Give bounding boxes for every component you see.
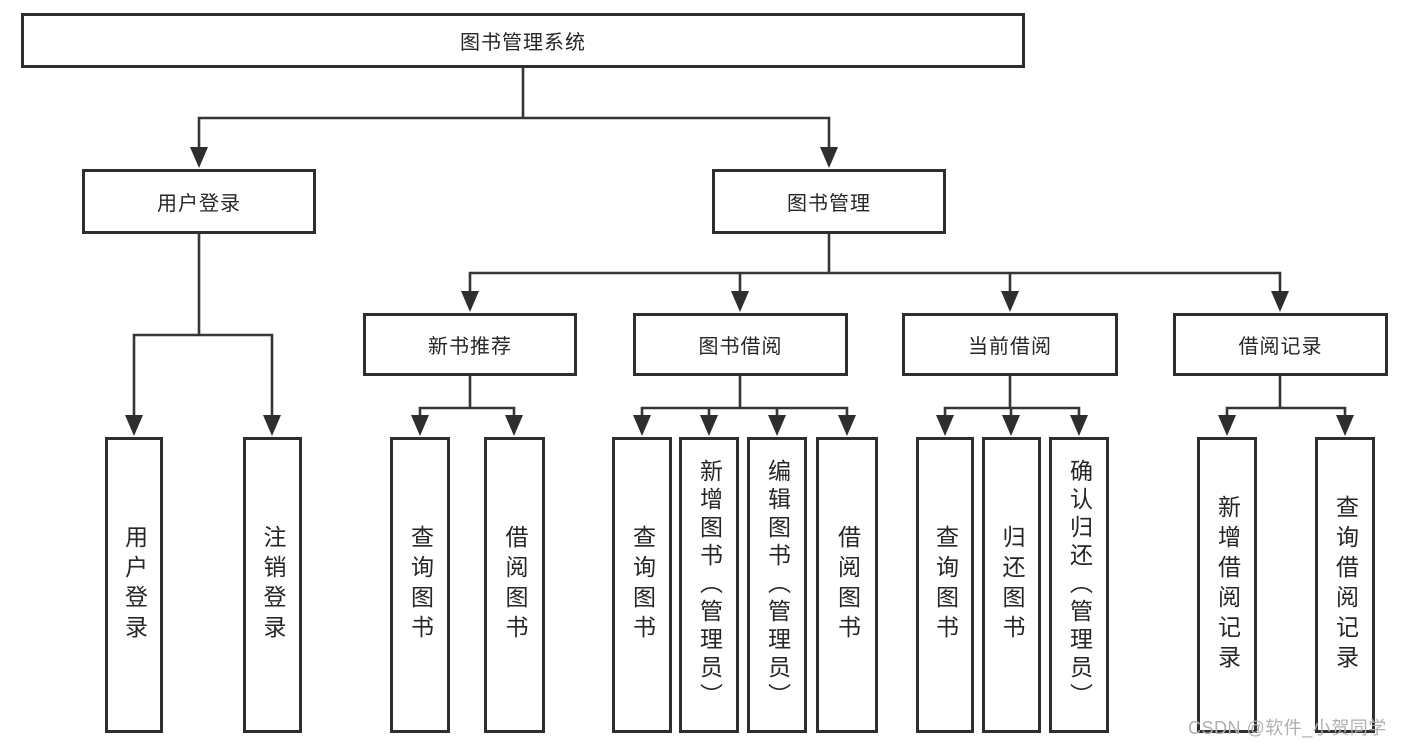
node-label: 归还图书 [999, 525, 1025, 645]
node-library-management-system: 图书管理系统 [21, 13, 1025, 68]
node-label: 查询图书 [932, 525, 959, 645]
node-new-book-recommendation: 新书推荐 [363, 313, 577, 376]
node-book-borrowing: 图书借阅 [633, 313, 848, 376]
node-leaf-recommend-query-books: 查询图书 [390, 437, 450, 733]
node-label: 当前借阅 [968, 336, 1052, 358]
node-label: 新增借阅记录 [1214, 495, 1241, 675]
node-label: 图书管理 [787, 193, 871, 215]
node-label: 借阅记录 [1238, 336, 1323, 358]
node-label: 用户登录 [157, 193, 241, 215]
node-leaf-borrowing-borrow-books: 借阅图书 [816, 437, 878, 733]
node-current-borrowing: 当前借阅 [902, 313, 1118, 376]
node-label: 查询图书 [629, 525, 656, 645]
node-label: 图书管理系统 [460, 32, 586, 54]
node-book-management: 图书管理 [712, 169, 946, 234]
node-label: 查询借阅记录 [1332, 495, 1359, 675]
node-label: 查询图书 [407, 525, 434, 645]
node-leaf-current-query-books: 查询图书 [916, 437, 974, 733]
node-leaf-current-confirm-return: 确认归还（管理员） [1049, 437, 1109, 733]
node-leaf-current-return-books: 归还图书 [982, 437, 1041, 733]
arrowhead-icons [125, 147, 1354, 436]
node-label: 借阅图书 [834, 525, 861, 645]
node-leaf-user-login: 用户登录 [105, 437, 163, 733]
watermark-text: CSDN @软件_小贺同学 [1188, 718, 1387, 738]
node-borrowing-records: 借阅记录 [1173, 313, 1388, 376]
node-label: 借阅图书 [502, 525, 528, 645]
node-label: 图书借阅 [698, 336, 783, 358]
node-label: 编辑图书（管理员） [764, 459, 791, 711]
node-leaf-borrowing-add-books: 新增图书（管理员） [679, 437, 739, 733]
node-leaf-borrowing-query-books: 查询图书 [612, 437, 672, 733]
node-leaf-records-query-record: 查询借阅记录 [1315, 437, 1375, 733]
node-user-login: 用户登录 [82, 169, 316, 234]
node-label: 新书推荐 [428, 336, 512, 358]
node-label: 确认归还（管理员） [1066, 459, 1093, 711]
node-label: 新增图书（管理员） [696, 459, 723, 711]
node-leaf-borrowing-edit-books: 编辑图书（管理员） [747, 437, 807, 733]
node-leaf-recommend-borrow-books: 借阅图书 [484, 437, 545, 733]
node-label: 注销登录 [260, 525, 286, 645]
node-leaf-records-add-record: 新增借阅记录 [1197, 437, 1257, 733]
node-leaf-logout: 注销登录 [243, 437, 302, 733]
node-label: 用户登录 [121, 525, 148, 645]
